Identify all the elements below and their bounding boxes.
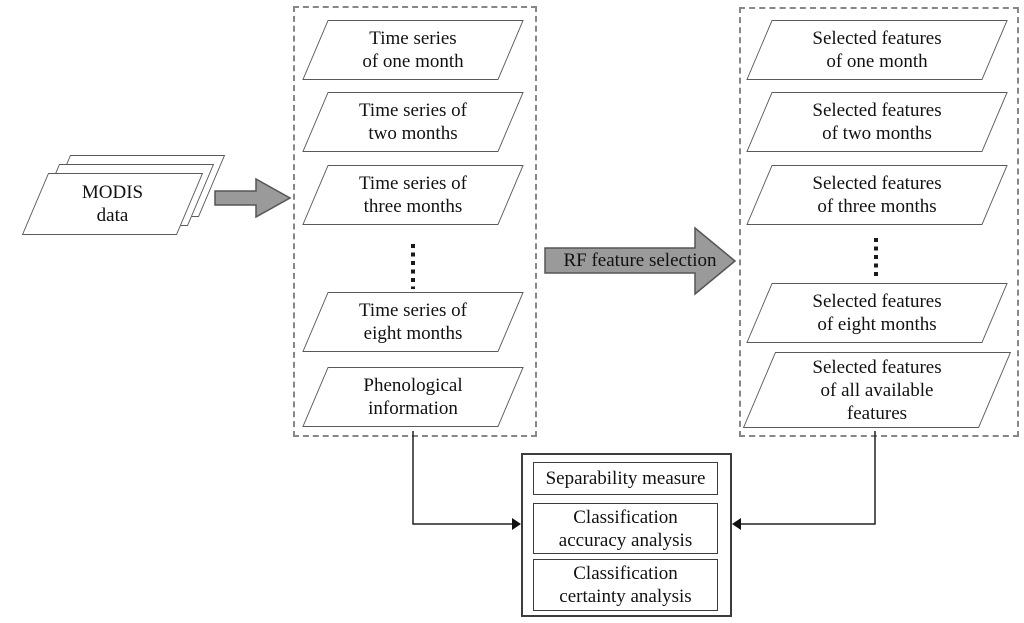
label-line: Time series of [358, 173, 468, 194]
label-line: of one month [826, 51, 928, 72]
rf-feature-selection-arrow [544, 226, 737, 296]
label-line: of eight months [817, 314, 937, 335]
selected-features-panel [739, 7, 1019, 437]
step-label: Selected features of two months [760, 93, 994, 151]
step-label: Selected features of three months [760, 166, 994, 224]
label-line: of two months [822, 123, 932, 144]
step-selected-features-three-months: Selected features of three months [746, 165, 1008, 225]
rf-arrow-label: RF feature selection [563, 250, 717, 271]
label-line: Selected features [812, 28, 942, 49]
step-selected-features-one-month: Selected features of one month [746, 20, 1008, 80]
modis-data-label: MODIS data [36, 174, 189, 234]
label-line: three months [363, 196, 463, 217]
step-label: Phenological information [316, 368, 510, 426]
left-connector-arrowhead [512, 518, 521, 530]
label-line: information [368, 398, 458, 419]
label-line: Time series of [358, 300, 468, 321]
step-label: Time series of two months [316, 93, 510, 151]
modis-line-1: MODIS [81, 182, 144, 203]
label-line: Phenological [363, 375, 463, 396]
left-connector-line [412, 431, 513, 525]
step-time-series-one-month: Time series of one month [302, 20, 524, 80]
time-series-panel [293, 6, 537, 437]
right-connector-arrowhead [732, 518, 741, 530]
input-flow-arrow [214, 177, 292, 219]
label-line: eight months [363, 323, 463, 344]
label-line: certainty analysis [559, 586, 692, 607]
label-line: of three months [817, 196, 937, 217]
label-line: Time series of [358, 100, 468, 121]
step-selected-features-all-available: Selected features of all available featu… [742, 352, 1012, 428]
label-line: Classification [573, 506, 678, 528]
step-label: Time series of eight months [316, 293, 510, 351]
right-connector-line [740, 431, 876, 525]
label-line: Separability measure [545, 468, 706, 489]
step-label: Selected features of one month [760, 21, 994, 79]
step-time-series-eight-months: Time series of eight months [302, 292, 524, 352]
label-line: features [846, 402, 908, 424]
step-time-series-three-months: Time series of three months [302, 165, 524, 225]
evaluation-panel: Separability measure Classification accu… [521, 453, 732, 617]
label-line: Selected features [812, 291, 942, 312]
box-classification-accuracy-analysis: Classification accuracy analysis [533, 503, 718, 554]
box-classification-certainty-analysis: Classification certainty analysis [533, 559, 718, 611]
label-line: Selected features [812, 100, 942, 121]
label-line: Time series [369, 28, 457, 49]
step-time-series-two-months: Time series of two months [302, 92, 524, 152]
step-label: Selected features of eight months [760, 284, 994, 342]
vertical-ellipsis-icon [411, 244, 415, 289]
modis-data-parallelogram: MODIS data [21, 173, 204, 235]
label-line: Classification [573, 563, 678, 584]
label-line: of one month [362, 51, 464, 72]
label-line: of all available [820, 379, 934, 401]
step-label: Selected features of all available featu… [760, 353, 994, 427]
step-label: Time series of one month [316, 21, 510, 79]
label-line: Selected features [812, 356, 942, 378]
step-selected-features-eight-months: Selected features of eight months [746, 283, 1008, 343]
step-label: Time series of three months [316, 166, 510, 224]
label-line: Selected features [812, 173, 942, 194]
step-selected-features-two-months: Selected features of two months [746, 92, 1008, 152]
vertical-ellipsis-icon [874, 238, 878, 280]
label-line: two months [368, 123, 458, 144]
label-line: accuracy analysis [558, 529, 693, 551]
step-phenological-information: Phenological information [302, 367, 524, 427]
modis-line-2: data [96, 205, 129, 226]
box-separability-measure: Separability measure [533, 462, 718, 495]
